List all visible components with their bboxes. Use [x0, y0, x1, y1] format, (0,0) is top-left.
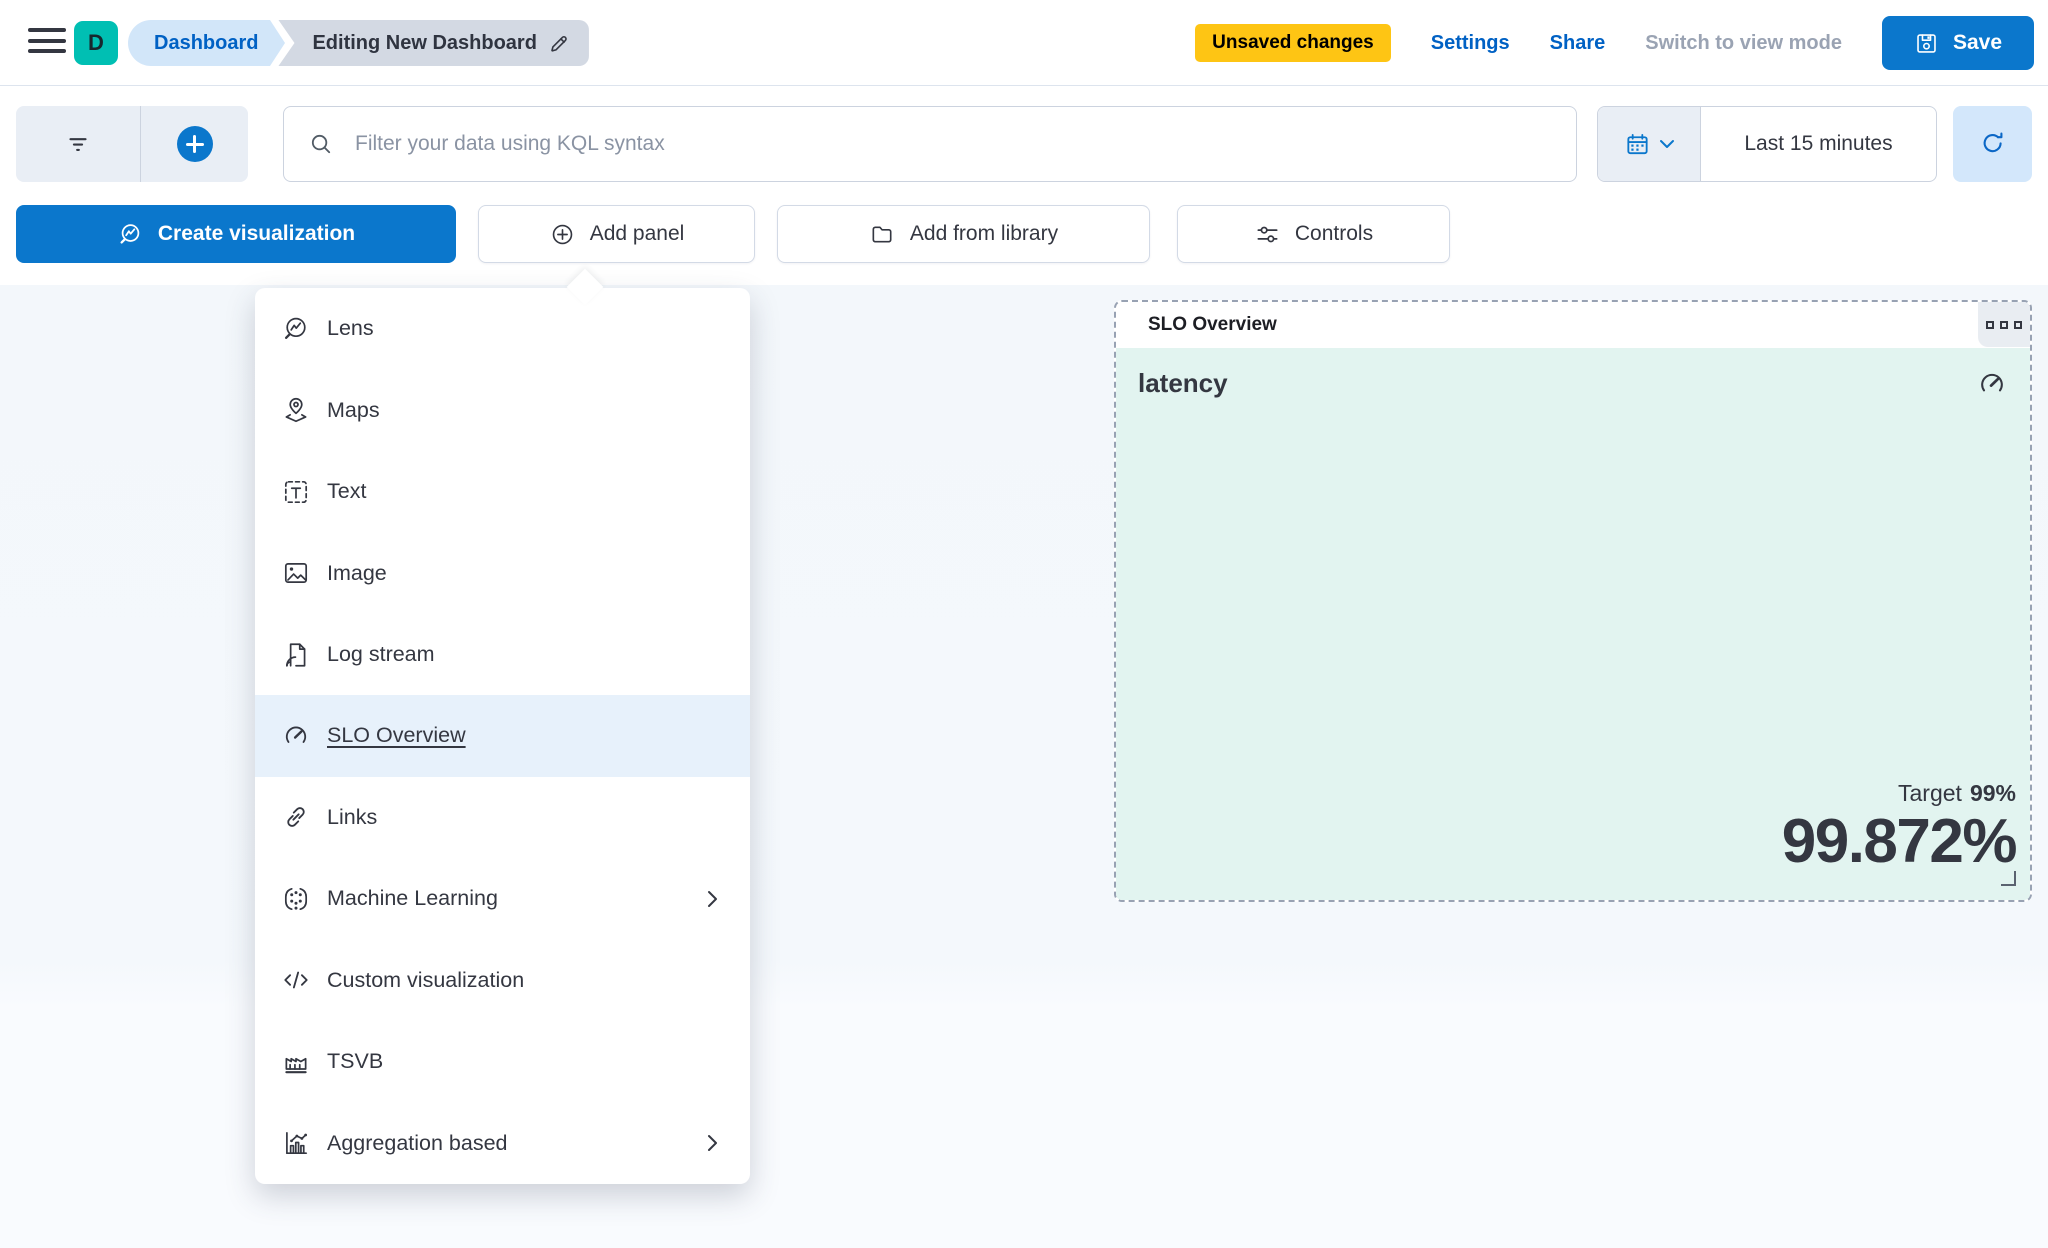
- folder-icon: [869, 221, 896, 248]
- calendar-icon: [1624, 131, 1651, 158]
- menu-item-label: Text: [327, 479, 367, 504]
- breadcrumb-current[interactable]: Editing New Dashboard: [278, 20, 589, 66]
- floppy-disk-icon: [1914, 31, 1939, 56]
- add-panel-button[interactable]: Add panel: [478, 205, 755, 263]
- panel-options-icon: [1986, 320, 1994, 329]
- gauge-icon: [281, 721, 311, 751]
- pencil-icon: [547, 31, 571, 55]
- breadcrumb-current-wrap: Editing New Dashboard: [278, 20, 589, 66]
- space-avatar[interactable]: D: [74, 21, 118, 65]
- slo-metrics: Target 99% 99.872%: [1781, 780, 2018, 876]
- menu-item-text[interactable]: Text: [255, 451, 750, 532]
- menu-item-machine-learning[interactable]: Machine Learning: [255, 858, 750, 939]
- menu-item-label: Lens: [327, 316, 374, 341]
- sliders-icon: [1254, 221, 1281, 248]
- time-picker: Last 15 minutes: [1597, 106, 1937, 182]
- panel-options-button[interactable]: [1978, 302, 2030, 347]
- plus-circle-icon: [549, 221, 576, 248]
- slo-overview-panel: SLO Overview latency Target 99% 99.872%: [1114, 300, 2032, 902]
- menu-item-label: Aggregation based: [327, 1130, 508, 1155]
- aggregation-chart-icon: [281, 1128, 311, 1158]
- menu-item-links[interactable]: Links: [255, 777, 750, 858]
- menu-item-label: SLO Overview: [327, 723, 466, 748]
- add-from-library-label: Add from library: [909, 222, 1059, 245]
- query-bar: Last 15 minutes: [0, 106, 2048, 182]
- add-filter-button[interactable]: [140, 106, 248, 182]
- filter-icon-button[interactable]: [16, 106, 140, 182]
- lens-icon: [117, 221, 144, 248]
- machine-learning-icon: [281, 884, 311, 914]
- unsaved-changes-badge: Unsaved changes: [1195, 24, 1391, 62]
- target-value: 99%: [1969, 779, 2016, 806]
- refresh-button[interactable]: [1953, 106, 2032, 182]
- search-icon: [308, 131, 335, 158]
- menu-item-image[interactable]: Image: [255, 532, 750, 613]
- menu-item-aggregation-based[interactable]: Aggregation based: [255, 1103, 750, 1184]
- plus-circle-icon: [176, 126, 213, 162]
- menu-item-label: Image: [327, 560, 387, 585]
- date-picker-button[interactable]: [1598, 107, 1701, 181]
- menu-item-label: Custom visualization: [327, 967, 525, 992]
- filter-icon: [63, 129, 93, 159]
- refresh-icon: [1979, 130, 2007, 158]
- breadcrumb: Dashboard Editing New Dashboard: [128, 20, 589, 66]
- panel-header: SLO Overview: [1116, 302, 2030, 348]
- menu-item-log-stream[interactable]: Log stream: [255, 614, 750, 695]
- link-icon: [281, 802, 311, 832]
- top-navigation-bar: D Dashboard Editing New Dashboard Unsave…: [0, 0, 2048, 86]
- create-visualization-label: Create visualization: [157, 222, 356, 245]
- menu-item-label: Log stream: [327, 642, 435, 667]
- menu-item-label: TSVB: [327, 1049, 384, 1074]
- topbar-actions: Unsaved changes Settings Share Switch to…: [1195, 0, 2034, 86]
- menu-item-lens[interactable]: Lens: [255, 288, 750, 369]
- chevron-right-icon: [706, 889, 720, 909]
- slo-name: latency: [1138, 368, 1228, 398]
- panel-title: SLO Overview: [1148, 314, 1277, 335]
- gauge-icon: [1976, 368, 2008, 400]
- lens-icon: [281, 314, 311, 344]
- chevron-right-icon: [706, 1133, 720, 1153]
- search-input[interactable]: [355, 132, 1552, 156]
- panel-resize-handle[interactable]: [2001, 871, 2016, 886]
- text-icon: [281, 477, 311, 507]
- menu-item-label: Links: [327, 804, 378, 829]
- menu-item-maps[interactable]: Maps: [255, 369, 750, 450]
- add-panel-menu: Lens Maps Text Image: [255, 288, 750, 1184]
- panel-content: latency Target 99% 99.872%: [1116, 348, 2030, 900]
- controls-button[interactable]: Controls: [1177, 205, 1450, 263]
- add-from-library-button[interactable]: Add from library: [777, 205, 1150, 263]
- switch-to-view-mode-link[interactable]: Switch to view mode: [1645, 31, 1842, 54]
- save-button[interactable]: Save: [1881, 16, 2034, 70]
- time-range-button[interactable]: Last 15 minutes: [1744, 132, 1893, 155]
- menu-item-label: Maps: [327, 397, 380, 422]
- breadcrumb-dashboard[interactable]: Dashboard: [128, 20, 286, 66]
- add-panel-label: Add panel: [589, 222, 685, 245]
- menu-item-custom-visualization[interactable]: Custom visualization: [255, 940, 750, 1021]
- menu-item-label: Machine Learning: [327, 886, 498, 911]
- filter-controls-group: [16, 106, 248, 182]
- create-visualization-button[interactable]: Create visualization: [16, 205, 456, 263]
- save-button-label: Save: [1952, 31, 2002, 54]
- slo-value: 99.872%: [1781, 806, 2018, 876]
- breadcrumb-current-label: Editing New Dashboard: [312, 31, 537, 54]
- log-stream-icon: [281, 640, 311, 670]
- slo-target-line: Target 99%: [1782, 780, 2016, 807]
- share-link[interactable]: Share: [1549, 31, 1606, 54]
- tsvb-chart-icon: [281, 1047, 311, 1077]
- menu-item-tsvb[interactable]: TSVB: [255, 1021, 750, 1102]
- image-icon: [281, 558, 311, 588]
- chevron-down-icon: [1659, 139, 1675, 149]
- kql-search-box: [283, 106, 1577, 182]
- controls-label: Controls: [1294, 222, 1374, 245]
- target-label: Target: [1898, 779, 1962, 806]
- map-pin-icon: [281, 395, 311, 425]
- menu-item-slo-overview[interactable]: SLO Overview: [255, 695, 750, 777]
- hamburger-menu-icon[interactable]: [28, 28, 66, 58]
- code-icon: [281, 965, 311, 995]
- settings-link[interactable]: Settings: [1430, 31, 1510, 54]
